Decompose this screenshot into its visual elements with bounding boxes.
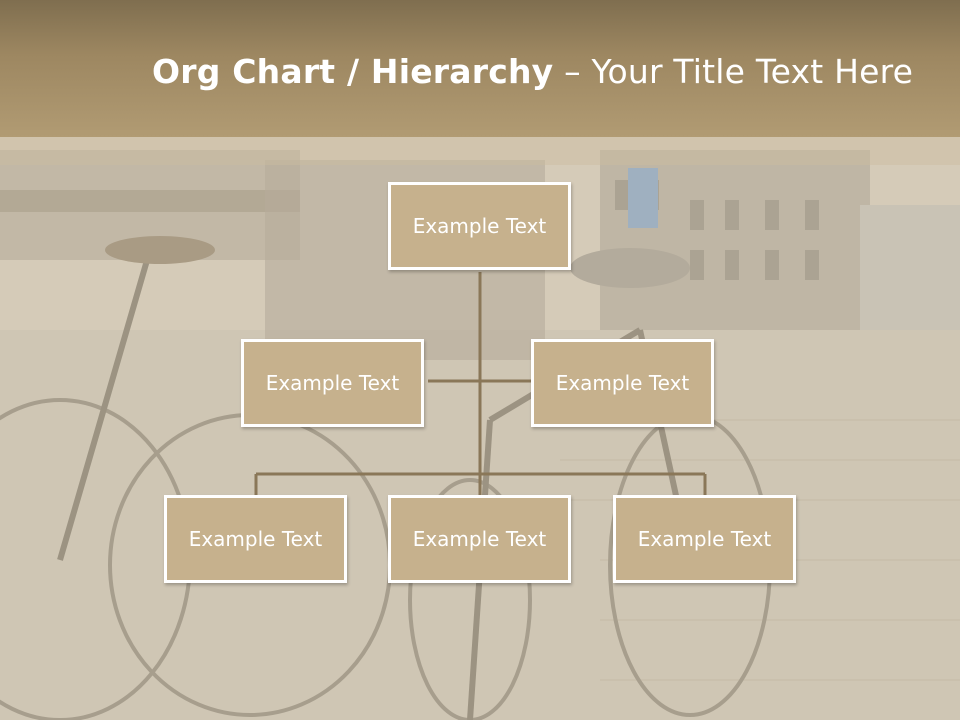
title-band-shadow: [0, 137, 960, 165]
org-box-child-1[interactable]: Example Text: [164, 495, 347, 583]
org-box-root[interactable]: Example Text: [388, 182, 571, 270]
org-box-child-3[interactable]: Example Text: [613, 495, 796, 583]
slide-title: Org Chart / Hierarchy – Your Title Text …: [152, 52, 913, 91]
title-bold-part: Org Chart / Hierarchy: [152, 52, 554, 91]
org-box-assistant-left[interactable]: Example Text: [241, 339, 424, 427]
title-bar: Org Chart / Hierarchy – Your Title Text …: [0, 0, 960, 137]
title-rest: Your Title Text Here: [591, 52, 914, 91]
title-dash: –: [553, 52, 592, 91]
org-box-child-2[interactable]: Example Text: [388, 495, 571, 583]
org-box-assistant-right[interactable]: Example Text: [531, 339, 714, 427]
